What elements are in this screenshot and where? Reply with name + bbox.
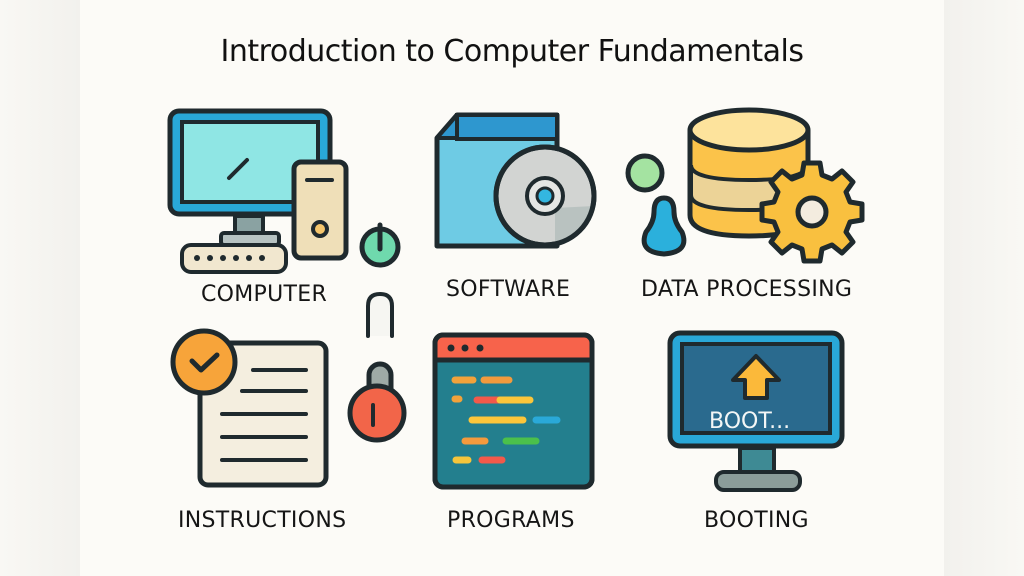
boot-screen-text: BOOT... <box>709 409 790 434</box>
background-left-margin <box>0 0 80 576</box>
background-right-margin <box>944 0 1024 576</box>
checkmark-badge-icon <box>170 328 238 396</box>
page-title: Introduction to Computer Fundamentals <box>220 34 804 69</box>
tile-label-instructions: INSTRUCTIONS <box>178 508 347 533</box>
database-gear-icon <box>625 107 865 264</box>
checklist-document-icon <box>170 328 329 488</box>
desktop-computer-icon <box>167 108 349 274</box>
lock-shackle-icon <box>366 291 394 338</box>
boot-monitor-icon: BOOT... <box>667 330 845 492</box>
power-icon <box>359 222 401 268</box>
person-icon <box>641 195 687 257</box>
tile-label-data-processing: DATA PROCESSING <box>641 277 853 302</box>
tile-label-computer: COMPUTER <box>201 282 328 307</box>
code-window-icon <box>432 332 595 490</box>
software-box-disc-icon <box>434 112 597 249</box>
tile-label-programs: PROGRAMS <box>447 508 575 533</box>
up-arrow-icon <box>731 354 781 400</box>
tile-label-booting: BOOTING <box>704 508 809 533</box>
tile-label-software: SOFTWARE <box>446 277 571 302</box>
padlock-icon <box>347 361 407 443</box>
